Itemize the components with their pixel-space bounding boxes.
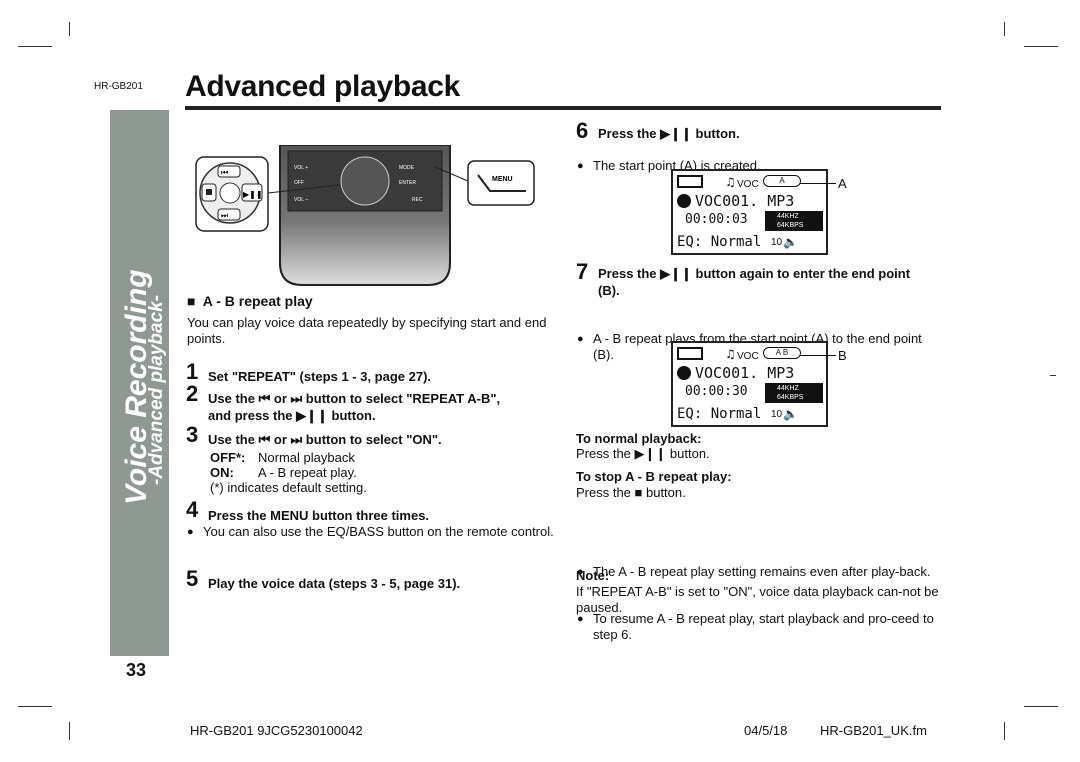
step-text: (B).: [598, 283, 620, 298]
step-number: 3: [186, 422, 199, 447]
voc-label: VOC: [737, 351, 759, 362]
repeat-icon: [677, 366, 691, 380]
vol-plus-label: VOL +: [294, 165, 308, 171]
normal-text: Press the ▶❙❙ button.: [576, 446, 710, 461]
side-tab: Voice Recording -Advanced playback-: [110, 110, 169, 656]
battery-icon: [677, 175, 703, 188]
bullet-item: You can also use the EQ/BASS button on t…: [187, 524, 554, 540]
khz-label: 44KHZ: [777, 385, 799, 392]
callout-b: B: [838, 348, 847, 363]
bullet-item: The start point (A) is created.: [577, 158, 1080, 174]
kbps-label: 64KBPS: [777, 222, 804, 229]
device-drawing: VOL + OFF VOL – ENTER REC MODE ⏮ ⏭ ▶❚❚ M…: [195, 144, 535, 286]
step-text: Press the ▶❙❙ button again to enter the …: [598, 266, 911, 281]
kbps-label: 64KBPS: [777, 394, 804, 401]
normal-title: To normal playback:: [576, 431, 702, 446]
crop-mark: [1024, 46, 1058, 47]
option-row: ON: A - B repeat play.: [210, 465, 357, 481]
bullet-item: To resume A - B repeat play, start playb…: [577, 611, 942, 643]
section-title: ■ A - B repeat play: [187, 293, 313, 309]
time-display: 00:00:30: [685, 384, 748, 399]
enter-label: ENTER: [399, 180, 416, 186]
crop-mark: [1024, 706, 1058, 707]
note-icon: ♫: [725, 175, 736, 189]
section-title-text: A - B repeat play: [202, 293, 313, 309]
svg-text:⏮: ⏮: [221, 168, 228, 177]
title-rule: [185, 106, 941, 110]
svg-text:⏭: ⏭: [221, 211, 228, 220]
stop-text: Press the ■ button.: [576, 485, 686, 500]
step-number: 2: [186, 381, 199, 406]
bullet-item: The A - B repeat play setting remains ev…: [577, 564, 942, 580]
off-label: OFF: [294, 180, 304, 186]
khz-label: 44KHZ: [777, 213, 799, 220]
footer-code: HR-GB201 9JCG5230100042: [190, 723, 363, 738]
voc-label: VOC: [737, 179, 759, 190]
lcd-screen-start: ♫ VOC A VOC001. MP3 00:00:03 44KHZ 64KBP…: [671, 169, 828, 255]
model-label: HR-GB201: [94, 81, 143, 92]
step-text: Play the voice data (steps 3 - 5, page 3…: [208, 576, 461, 591]
time-display: 00:00:03: [685, 212, 748, 227]
step-number: 6: [576, 118, 589, 143]
repeat-indicator: A B: [763, 347, 801, 359]
volume-level: 10: [771, 237, 783, 248]
file-name: VOC001. MP3: [695, 364, 795, 382]
device-illustration: VOL + OFF VOL – ENTER REC MODE ⏮ ⏭ ▶❚❚ M…: [190, 144, 540, 290]
callout-line: [800, 355, 836, 356]
step-number: 4: [186, 497, 199, 522]
file-name: VOC001. MP3: [695, 192, 795, 210]
step-text: Set "REPEAT" (steps 1 - 3, page 27).: [208, 369, 432, 384]
step-text: Use the ⏮ or ⏭ button to select "REPEAT …: [208, 391, 501, 406]
vol-minus-label: VOL –: [294, 197, 308, 203]
side-tab-sub: -Advanced playback-: [146, 294, 167, 485]
bitrate-box: 44KHZ 64KBPS: [765, 211, 823, 231]
rec-label: REC: [412, 197, 423, 203]
lcd-screen-end: ♫ VOC A B VOC001. MP3 00:00:30 44KHZ 64K…: [671, 341, 828, 427]
intro-text: You can play voice data repeatedly by sp…: [187, 315, 547, 346]
option-key: ON:: [210, 465, 234, 480]
default-note: (*) indicates default setting.: [210, 480, 367, 495]
crop-mark: [1004, 22, 1005, 36]
repeat-icon: [677, 194, 691, 208]
bitrate-box: 44KHZ 64KBPS: [765, 383, 823, 403]
step-text: Use the ⏮ or ⏭ button to select "ON".: [208, 432, 442, 447]
svg-text:▶❚❚: ▶❚❚: [243, 190, 263, 199]
crop-mark: [18, 706, 52, 707]
option-row: OFF*: Normal playback: [210, 450, 355, 466]
option-value: A - B repeat play.: [258, 465, 357, 480]
option-key: OFF*:: [210, 450, 246, 465]
speaker-icon: 🔈: [783, 407, 798, 421]
footer-date: 04/5/18: [744, 723, 788, 738]
step-number: 7: [576, 259, 589, 284]
step-text: and press the ▶❙❙ button.: [208, 408, 376, 423]
mode-label: MODE: [399, 165, 415, 171]
note-title: Note:: [576, 568, 610, 583]
page-title: Advanced playback: [185, 70, 461, 103]
callout-a: A: [838, 176, 847, 191]
option-value: Normal playback: [258, 450, 355, 465]
repeat-indicator: A: [763, 175, 801, 187]
note-text: If "REPEAT A-B" is set to "ON", voice da…: [576, 584, 939, 615]
crop-mark: [69, 22, 70, 36]
page-number: 33: [126, 660, 147, 680]
volume-level: 10: [771, 409, 783, 420]
speaker-icon: 🔈: [783, 235, 798, 249]
crop-mark: [1050, 375, 1056, 376]
battery-icon: [677, 347, 703, 360]
step-text: Press the ▶❙❙ button.: [598, 126, 740, 141]
crop-mark: [18, 46, 52, 47]
step-number: 5: [186, 566, 199, 591]
eq-display: EQ: Normal: [677, 406, 762, 422]
footer-file: HR-GB201_UK.fm: [820, 723, 927, 738]
note-icon: ♫: [725, 347, 736, 361]
menu-label: MENU: [492, 176, 513, 183]
crop-mark: [69, 722, 70, 740]
step-number: 1: [186, 359, 199, 384]
crop-mark: [1004, 722, 1005, 740]
step-text: Press the MENU button three times.: [208, 508, 430, 523]
callout-line: [800, 183, 836, 184]
stop-title: To stop A - B repeat play:: [576, 469, 732, 484]
eq-display: EQ: Normal: [677, 234, 762, 250]
